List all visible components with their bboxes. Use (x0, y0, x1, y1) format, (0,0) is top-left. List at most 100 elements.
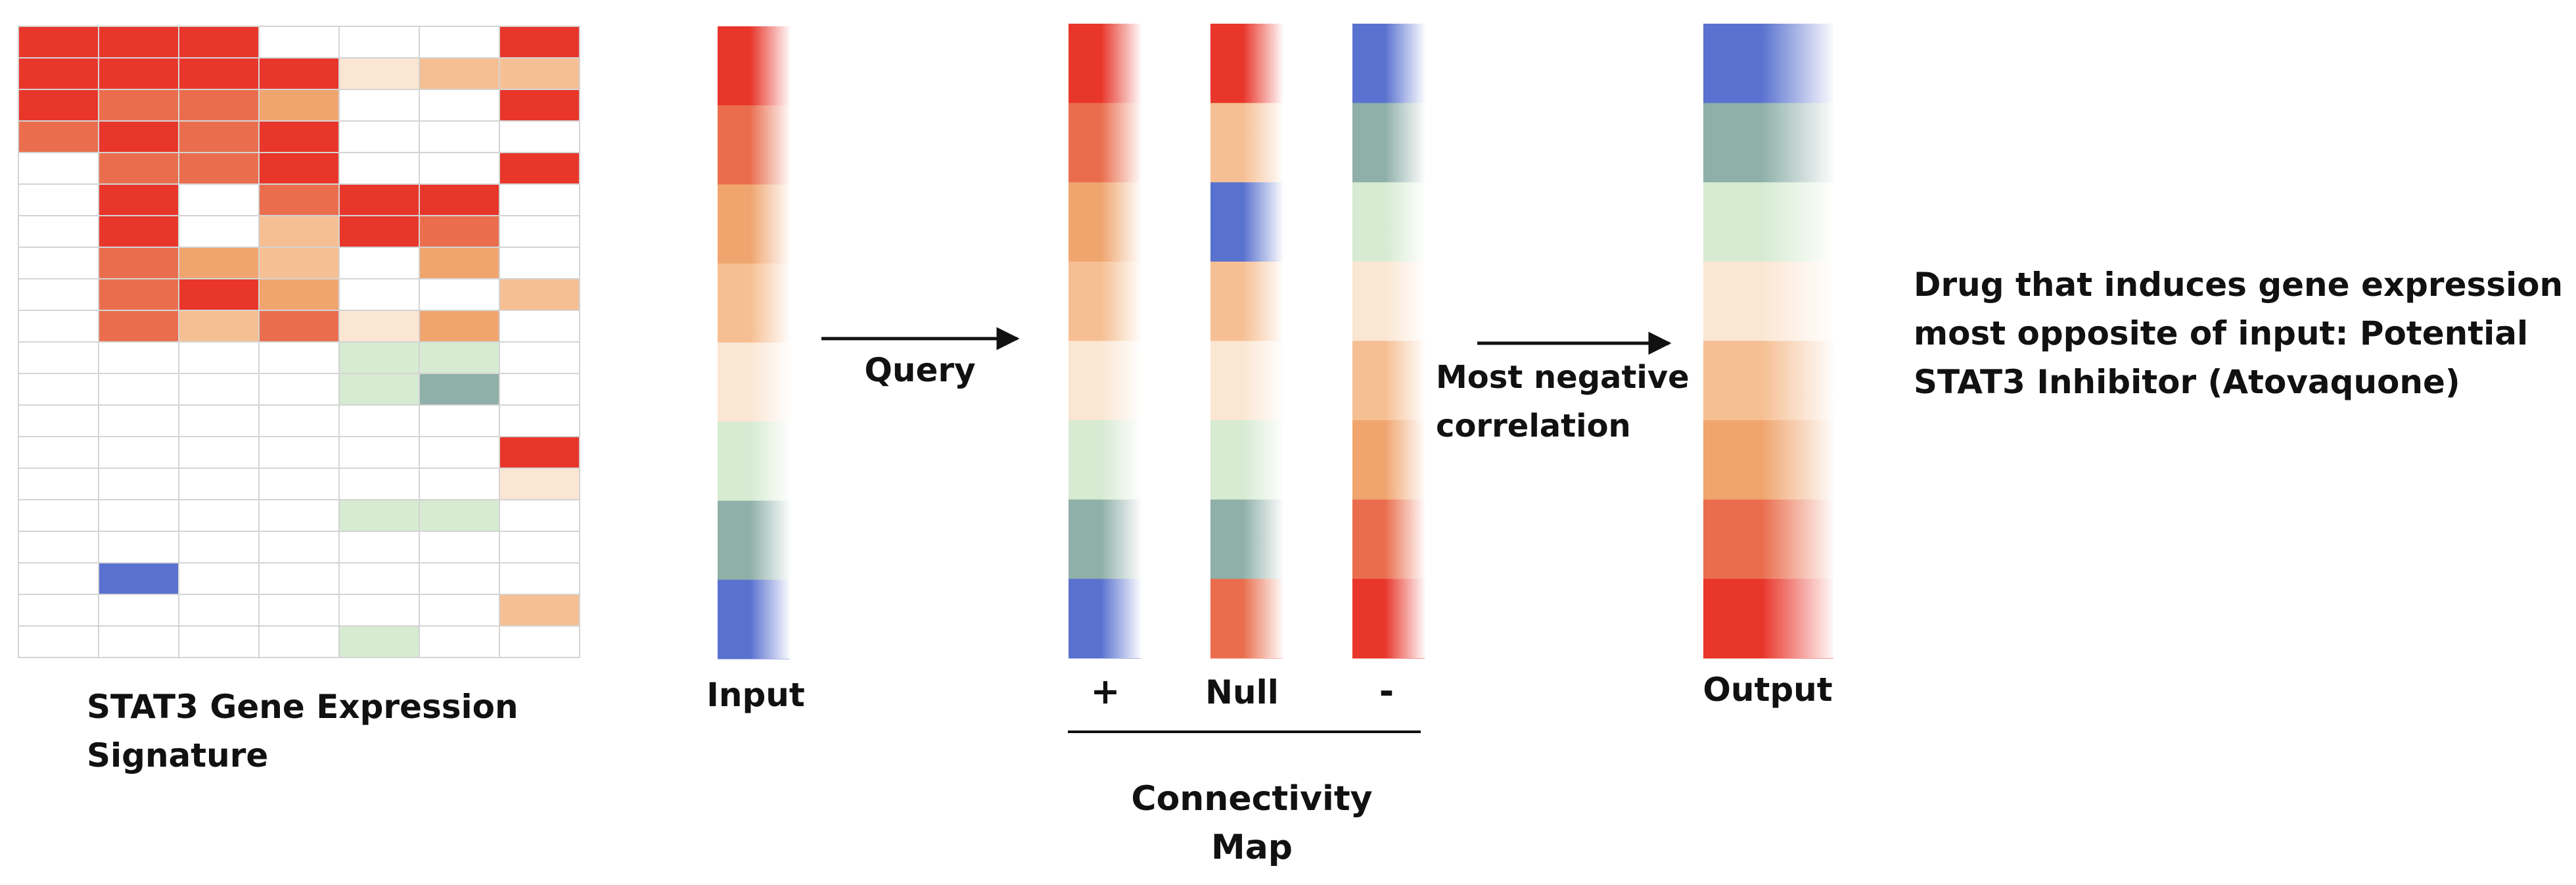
heatmap-cell (338, 467, 420, 500)
heatmap-cell (499, 278, 580, 311)
heatmap-cell (338, 152, 420, 185)
heatmap-cell (419, 57, 500, 90)
heatmap-cell (419, 594, 500, 627)
heatmap-cell (98, 594, 179, 627)
heatmap-cell (499, 594, 580, 627)
heatmap-cell (338, 310, 420, 343)
heatmap-cell (499, 499, 580, 532)
heatmap-cell (258, 215, 340, 248)
heatmap-cell (18, 436, 99, 469)
input-fade-overlay (718, 26, 790, 659)
heatmap-cell (98, 57, 179, 90)
heatmap-cell (178, 373, 260, 406)
gene-expression-heatmap (18, 26, 580, 658)
heatmap-cell (98, 247, 179, 279)
heatmap-cell (98, 152, 179, 185)
heatmap-cell (499, 625, 580, 658)
cmap-positive-label: + (1090, 671, 1120, 712)
heatmap-cell (338, 404, 420, 437)
heatmap-cell (18, 57, 99, 90)
heatmap-cell (18, 594, 99, 627)
correlation-label-line2: correlation (1436, 408, 1631, 444)
heatmap-cell (98, 436, 179, 469)
cmap-title-line1: Connectivity (1131, 779, 1372, 819)
heatmap-cell (499, 89, 580, 122)
heatmap-cell (419, 436, 500, 469)
heatmap-cell (178, 183, 260, 216)
heatmap-cell (419, 120, 500, 153)
heatmap-cell (499, 467, 580, 500)
heatmap-cell (98, 26, 179, 59)
heatmap-cell (338, 26, 420, 59)
heatmap-cell (98, 120, 179, 153)
heatmap-cell (178, 278, 260, 311)
heatmap-cell (18, 247, 99, 279)
heatmap-cell (18, 404, 99, 437)
heatmap-cell (18, 499, 99, 532)
heatmap-cell (499, 341, 580, 374)
heatmap-cell (18, 89, 99, 122)
heatmap-cell (258, 278, 340, 311)
cmap-column-1-fade-overlay (1210, 24, 1283, 658)
heatmap-cell (499, 562, 580, 595)
heatmap-cell (178, 89, 260, 122)
heatmap-cell (98, 278, 179, 311)
heatmap-cell (18, 373, 99, 406)
heatmap-cell (178, 625, 260, 658)
heatmap-cell (258, 341, 340, 374)
heatmap-cell (258, 89, 340, 122)
heatmap-cell (98, 467, 179, 500)
heatmap-cell (338, 57, 420, 90)
heatmap-cell (419, 562, 500, 595)
heatmap-cell (338, 120, 420, 153)
heatmap-cell (178, 562, 260, 595)
heatmap-cell (258, 373, 340, 406)
output-expression-column (1703, 24, 1833, 659)
heatmap-cell (338, 373, 420, 406)
heatmap-cell (499, 152, 580, 185)
heatmap-cell (499, 310, 580, 343)
heatmap-cell (338, 531, 420, 563)
input-label: Input (706, 676, 805, 714)
heatmap-cell (258, 26, 340, 59)
connectivity-map-columns (1069, 24, 1425, 659)
cmap-negative-label: - (1379, 671, 1394, 712)
heatmap-cell (338, 247, 420, 279)
heatmap-cell (258, 625, 340, 658)
heatmap-cell (338, 594, 420, 627)
heatmap-cell (258, 531, 340, 563)
heatmap-cell (338, 89, 420, 122)
heatmap-cell (18, 341, 99, 374)
heatmap-cell (18, 310, 99, 343)
heatmap-cell (18, 215, 99, 248)
heatmap-cell (98, 89, 179, 122)
output-fade-overlay (1703, 24, 1833, 658)
heatmap-cell (258, 183, 340, 216)
heatmap-cell (98, 373, 179, 406)
heatmap-cell (98, 499, 179, 532)
heatmap-cell (258, 436, 340, 469)
cmap-column-0-fade-overlay (1069, 24, 1141, 658)
heatmap-cell (98, 625, 179, 658)
heatmap-cell (258, 247, 340, 279)
heatmap-cell (419, 183, 500, 216)
heatmap-cell (419, 152, 500, 185)
heatmap-cell (499, 183, 580, 216)
heatmap-cell (419, 373, 500, 406)
heatmap-cell (338, 278, 420, 311)
heatmap-cell (499, 436, 580, 469)
heatmap-cell (178, 152, 260, 185)
heatmap-cell (419, 89, 500, 122)
heatmap-cell (419, 404, 500, 437)
heatmap-cell (419, 310, 500, 343)
heatmap-cell (178, 436, 260, 469)
heatmap-cell (258, 310, 340, 343)
heatmap-cell (98, 404, 179, 437)
heatmap-cell (178, 467, 260, 500)
heatmap-cell (499, 57, 580, 90)
heatmap-cell (98, 341, 179, 374)
heatmap-cell (419, 531, 500, 563)
heatmap-cell (98, 310, 179, 343)
result-line1: Drug that induces gene expression (1914, 266, 2563, 304)
